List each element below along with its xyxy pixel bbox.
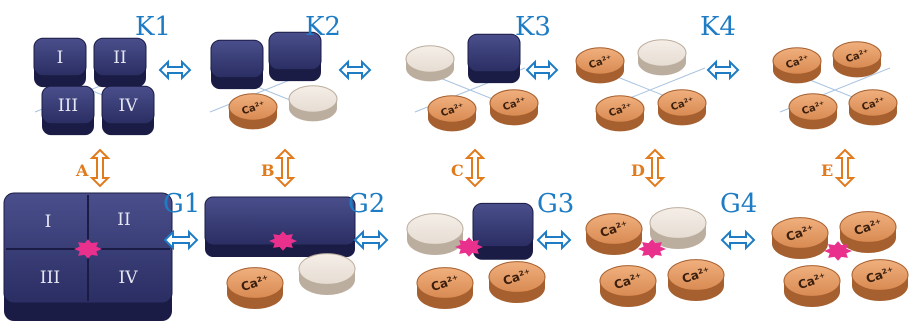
state-label-g3: G3: [537, 189, 574, 219]
subunit-label: I: [57, 48, 64, 68]
double-arrow-icon: [536, 229, 572, 251]
subunit-label: IV: [119, 96, 139, 116]
subunit-top: [41, 85, 95, 125]
navy-subunit: I: [33, 37, 87, 88]
ca-bound-subunit: Ca²⁺: [585, 213, 643, 256]
double-arrow-vertical-icon: [274, 148, 296, 188]
pore-star-icon: [638, 239, 666, 259]
channel-slab: [204, 196, 356, 257]
double-arrow-icon: [158, 59, 192, 81]
ca-bound-subunit: Ca²⁺: [772, 47, 822, 84]
transition-label-a: A: [75, 161, 89, 180]
navy-subunit: III: [41, 85, 95, 136]
navy-subunit: II: [93, 37, 147, 88]
double-arrow-icon: [353, 229, 389, 251]
navy-subunit: [268, 31, 322, 82]
subunit-top: [210, 39, 264, 79]
ca-free-subunit: [298, 253, 356, 296]
double-arrow-icon: [338, 59, 372, 81]
ca-bound-subunit: Ca²⁺: [226, 267, 284, 310]
subunit-label: II: [117, 210, 130, 230]
ca-bound-subunit: Ca²⁺: [832, 41, 882, 78]
ca-bound-subunit: Ca²⁺: [657, 89, 707, 126]
double-arrow-icon: [163, 229, 199, 251]
ca-free-subunit: [637, 39, 687, 76]
subunit-label: II: [113, 48, 126, 68]
subunit-top: [93, 37, 147, 77]
double-arrow-icon: [720, 229, 756, 251]
subunit-top: [472, 202, 534, 248]
transition-label-d: D: [631, 161, 645, 180]
ca-free-subunit: [405, 45, 455, 82]
double-arrow-vertical-icon: [464, 148, 486, 188]
ca-bound-subunit: Ca²⁺: [228, 93, 278, 130]
ca-free-subunit: [649, 207, 707, 250]
double-arrow-icon: [706, 59, 740, 81]
state-label-k1: K1: [135, 12, 171, 42]
ca-bound-subunit: Ca²⁺: [599, 265, 657, 308]
subunit-label: III: [40, 268, 60, 288]
pore-star-icon: [269, 231, 297, 251]
double-arrow-vertical-icon: [644, 148, 666, 188]
pore-star-icon: [74, 239, 102, 259]
ca-bound-subunit: Ca²⁺: [771, 217, 829, 260]
double-arrow-vertical-icon: [89, 148, 111, 188]
navy-subunit: IV: [101, 85, 155, 136]
ca-bound-subunit: Ca²⁺: [783, 265, 841, 308]
state-label-k2: K2: [305, 12, 341, 42]
state-label-g4: G4: [720, 189, 757, 219]
navy-subunit: [472, 202, 534, 260]
transition-label-e: E: [821, 161, 833, 180]
ca-bound-subunit: Ca²⁺: [416, 267, 474, 310]
ca-bound-subunit: Ca²⁺: [848, 89, 898, 126]
navy-subunit: [467, 33, 521, 84]
subunit-label: III: [58, 96, 78, 116]
state-label-g1: G1: [163, 189, 200, 219]
subunit-top: [268, 31, 322, 71]
subunit-top: [33, 37, 87, 77]
ca-bound-subunit: Ca²⁺: [488, 261, 546, 304]
subunit-top: [101, 85, 155, 125]
ca-bound-subunit: Ca²⁺: [788, 93, 838, 130]
ca-free-subunit: [288, 85, 338, 122]
transition-label-b: B: [261, 161, 275, 180]
state-label-k3: K3: [515, 12, 551, 42]
ca-bound-subunit: Ca²⁺: [851, 259, 909, 302]
ca-bound-subunit: Ca²⁺: [667, 259, 725, 302]
ca-bound-subunit: Ca²⁺: [427, 95, 477, 132]
ca-bound-subunit: Ca²⁺: [489, 89, 539, 126]
subunit-label: IV: [119, 268, 139, 288]
transition-label-c: C: [451, 161, 464, 180]
double-arrow-vertical-icon: [834, 148, 856, 188]
ca-bound-subunit: Ca²⁺: [575, 47, 625, 84]
state-label-k4: K4: [700, 12, 736, 42]
navy-subunit: [210, 39, 264, 90]
pore-star-icon: [455, 237, 483, 257]
ca-bound-subunit: Ca²⁺: [595, 95, 645, 132]
ca-free-subunit: [406, 213, 464, 256]
ca-bound-subunit: Ca²⁺: [839, 211, 897, 254]
pore-star-icon: [824, 241, 852, 261]
state-label-g2: G2: [348, 189, 385, 219]
subunit-label: I: [45, 212, 52, 232]
subunit-top: [467, 33, 521, 73]
double-arrow-icon: [525, 59, 559, 81]
